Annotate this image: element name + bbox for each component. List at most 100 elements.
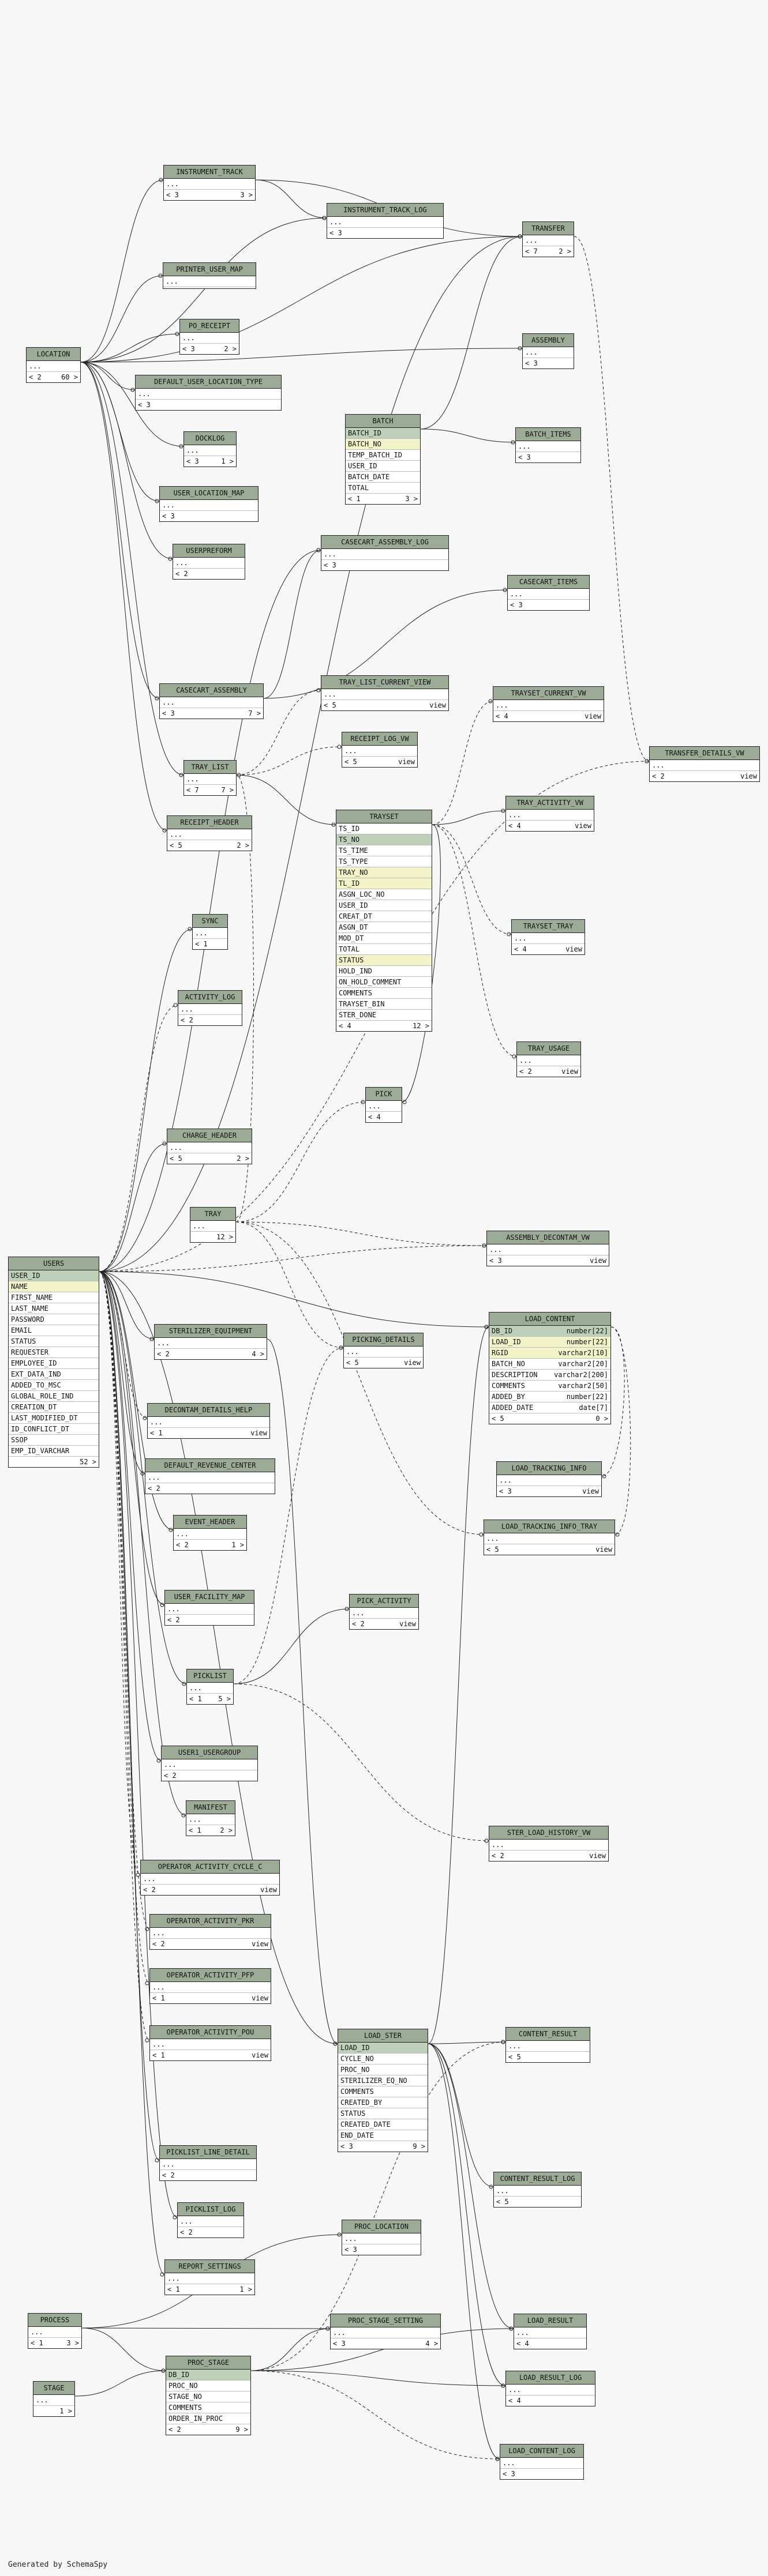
table-picklist-log[interactable]: PICKLIST_LOG...< 2 [177,2202,244,2238]
table-userpreform[interactable]: USERPREFORM...< 2 [173,544,245,580]
child-count: 9 > [235,2425,248,2434]
table-default-revenue-center[interactable]: DEFAULT_REVENUE_CENTER...< 2 [145,1458,275,1494]
table-load-result[interactable]: LOAD_RESULT...< 4 [514,2314,587,2349]
parent-count: < 3 [333,2340,346,2348]
table-footer: < 3 [327,228,443,238]
table-picklist-line-detail[interactable]: PICKLIST_LINE_DETAIL...< 2 [159,2145,257,2181]
table-content-result[interactable]: CONTENT_RESULT...< 5 [505,2027,590,2063]
crowfoot-marker [188,927,192,931]
child-count: 52 > [80,1458,96,1466]
relationship-edge [402,824,441,1103]
child-count: view [561,1067,578,1075]
crowfoot-marker [182,1682,186,1686]
table-sync[interactable]: SYNC...< 1 [192,914,228,950]
parent-count: < 1 [167,2285,180,2293]
table-stage[interactable]: STAGE...1 > [33,2381,75,2417]
column-name: DB_ID [168,2371,190,2379]
table-user-facility-map[interactable]: USER_FACILITY_MAP...< 2 [164,1590,254,1626]
table-assembly[interactable]: ASSEMBLY...< 3 [522,333,574,369]
relationship-edge [428,2043,494,2187]
table-name: BATCH [346,415,420,428]
column-row: COMMENTS [338,2086,428,2097]
column-row: ... [350,1608,418,1619]
table-activity-log[interactable]: ACTIVITY_LOG...< 2 [178,990,242,1026]
table-content-result-log[interactable]: CONTENT_RESULT_LOG...< 5 [493,2172,582,2208]
column-row: ... [186,1814,235,1825]
column-row: ... [321,689,448,700]
column-name: ADDED_BY [492,1393,525,1401]
table-load-content-log[interactable]: LOAD_CONTENT_LOG...< 3 [500,2444,584,2480]
table-user-location-map[interactable]: USER_LOCATION_MAP...< 3 [159,486,259,522]
table-casecart-items[interactable]: CASECART_ITEMS...< 3 [507,575,590,611]
table-load-result-log[interactable]: LOAD_RESULT_LOG...< 4 [505,2371,595,2406]
table-name: OPERATOR_ACTIVITY_PKR [150,1915,271,1928]
table-casecart-assembly-log[interactable]: CASECART_ASSEMBLY_LOG...< 3 [321,535,449,571]
crowfoot-marker [518,234,522,239]
child-count: view [252,1994,268,2002]
table-instrument-track-log[interactable]: INSTRUMENT_TRACK_LOG...< 3 [327,203,444,239]
crowfoot-marker [402,1100,407,1104]
table-pick[interactable]: PICK...< 4 [365,1087,402,1123]
table-batch-items[interactable]: BATCH_ITEMS...< 3 [515,427,581,463]
table-proc-location[interactable]: PROC_LOCATION...< 3 [342,2220,421,2255]
parent-count: < 4 [496,712,508,720]
relationship-edge [81,2327,331,2329]
relationship-edge [81,2327,166,2371]
table-tray[interactable]: TRAY...12 > [190,1207,236,1243]
table-name: LOCATION [27,348,80,361]
table-default-user-location-type[interactable]: DEFAULT_USER_LOCATION_TYPE...< 3 [135,375,282,411]
table-printer-user-map[interactable]: PRINTER_USER_MAP... [163,262,256,289]
parent-count: < 2 [164,1772,177,1780]
crowfoot-marker [175,332,179,336]
relationship-edge [99,550,321,1272]
crowfoot-marker [479,1532,484,1537]
table-user1-usergroup[interactable]: USER1_USERGROUP...< 2 [161,1746,258,1781]
relationship-edge [235,1221,487,1246]
